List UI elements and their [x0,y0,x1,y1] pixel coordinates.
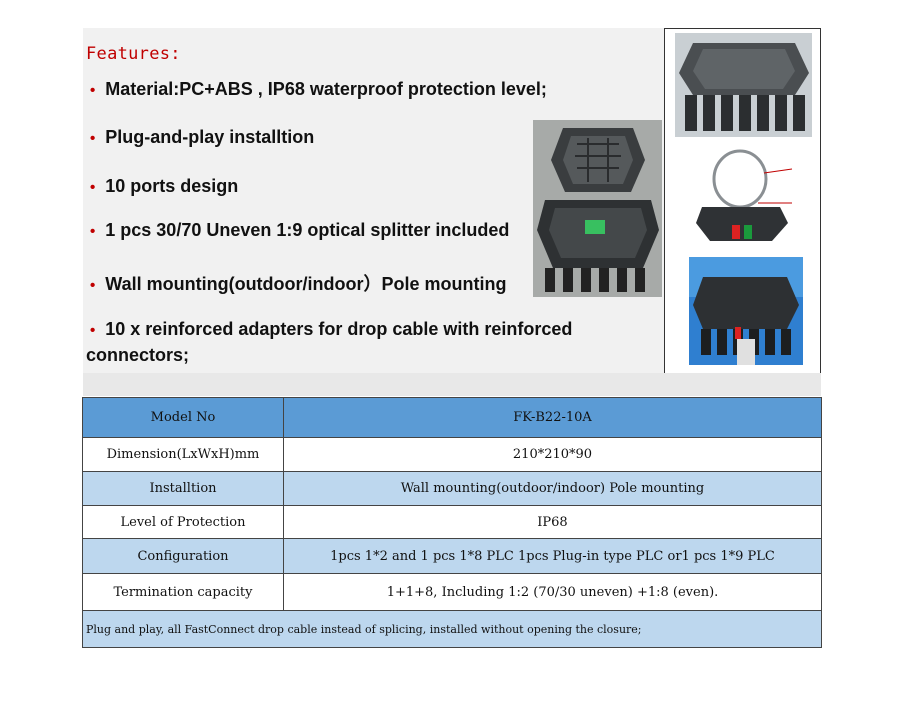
table-cell-label: Termination capacity [82,573,284,611]
pole-mounted-photo [689,257,803,365]
bullet-icon: • [90,277,96,294]
pole-clamp-photo [688,145,803,250]
feature-item: •Material:PC+ABS , IP68 waterproof prote… [90,79,547,99]
feature-item: •10 ports design [90,176,239,196]
table-cell-value: Wall mounting(outdoor/indoor) Pole mount… [283,471,822,506]
table-cell-value: 1+1+8, Including 1:2 (70/30 uneven) +1:8… [283,573,822,611]
table-row: Model No FK-B22-10A [82,397,822,438]
feature-item: •1 pcs 30/70 Uneven 1:9 optical splitter… [90,220,510,240]
panel-divider-strip [83,373,821,396]
features-heading: Features: [86,44,181,64]
table-cell-label: Installtion [82,471,284,506]
table-cell-label: Configuration [82,538,284,574]
table-cell-label: Dimension(LxWxH)mm [82,437,284,472]
table-row: Configuration 1pcs 1*2 and 1 pcs 1*8 PLC… [82,538,822,574]
bullet-icon: • [90,82,96,99]
table-cell-value: 1pcs 1*2 and 1 pcs 1*8 PLC 1pcs Plug-in … [283,538,822,574]
table-row: Installtion Wall mounting(outdoor/indoor… [82,471,822,506]
table-row: Termination capacity 1+1+8, Including 1:… [82,573,822,611]
bullet-icon: • [90,130,96,147]
feature-item: •Plug-and-play installtion [90,127,315,147]
table-row: Plug and play, all FastConnect drop cabl… [82,610,822,648]
table-cell-value: IP68 [283,505,822,539]
spec-table: Model No FK-B22-10A Dimension(LxWxH)mm 2… [82,397,822,648]
table-cell-value: FK-B22-10A [283,397,822,438]
closure-open-photo [533,120,662,297]
table-row: Level of Protection IP68 [82,505,822,539]
feature-item: •10 x reinforced adapters for drop cable… [86,319,573,365]
table-cell-label: Model No [82,397,284,438]
bullet-icon: • [90,223,96,240]
feature-item: •Wall mounting(outdoor/indoor）Pole mount… [90,274,507,294]
table-note: Plug and play, all FastConnect drop cabl… [82,610,822,648]
table-cell-label: Level of Protection [82,505,284,539]
bullet-icon: • [90,179,96,196]
table-cell-value: 210*210*90 [283,437,822,472]
bullet-icon: • [90,322,96,339]
table-row: Dimension(LxWxH)mm 210*210*90 [82,437,822,472]
closure-top-photo [675,33,812,137]
